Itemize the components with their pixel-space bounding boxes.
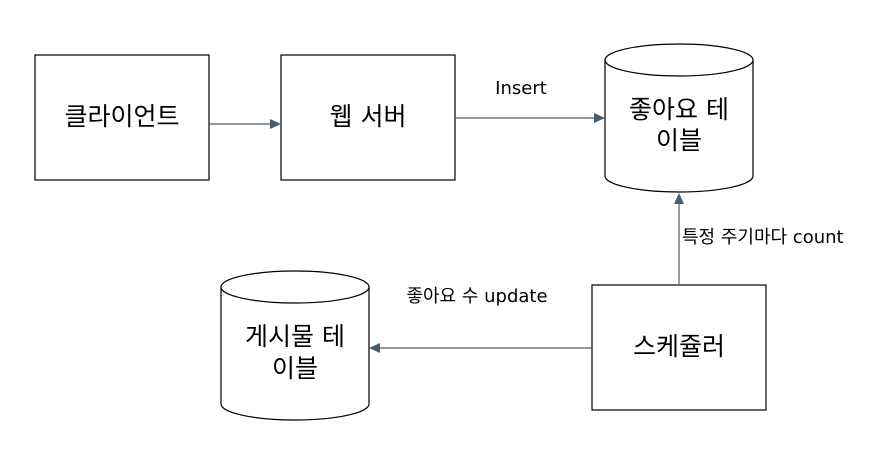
edge-scheduler-to-likes: 특정 주기마다 count — [674, 193, 844, 285]
edge-web-to-likes: Insert — [455, 78, 605, 123]
likes-table-node: 좋아요 테 이블 — [604, 43, 754, 193]
likes-table-top — [604, 43, 754, 77]
client-box — [34, 54, 210, 181]
edge-scheduler-to-post: 좋아요 수 update — [369, 286, 592, 353]
client-node: 클라이언트 — [34, 54, 210, 181]
edge-client-to-web — [209, 119, 281, 129]
likes-table-body — [604, 59, 754, 193]
scheduler-node: 스케쥴러 — [591, 284, 767, 411]
web-server-box — [280, 54, 456, 181]
likes-table-label-line1: 좋아요 테 — [629, 95, 729, 124]
web-server-label: 웹 서버 — [330, 102, 407, 131]
post-table-label-line2: 이블 — [272, 354, 318, 383]
edge-scheduler-to-likes-arrowhead — [674, 193, 684, 204]
edge-scheduler-to-post-label: 좋아요 수 update — [406, 286, 547, 307]
post-table-top — [220, 270, 370, 304]
post-table-body — [220, 286, 370, 421]
client-label: 클라이언트 — [64, 102, 179, 131]
edge-web-to-likes-label: Insert — [495, 78, 547, 99]
scheduler-label: 스케쥴러 — [633, 332, 725, 361]
edge-scheduler-to-post-arrowhead — [369, 343, 380, 353]
post-table-node: 게시물 테 이블 — [220, 270, 370, 421]
edge-scheduler-to-likes-label: 특정 주기마다 count — [682, 227, 844, 248]
edge-web-to-likes-arrowhead — [594, 113, 605, 123]
web-server-node: 웹 서버 — [280, 54, 456, 181]
post-table-label-line1: 게시물 테 — [245, 322, 345, 351]
edge-client-to-web-arrowhead — [270, 119, 281, 129]
likes-table-label-line2: 이블 — [656, 126, 702, 155]
scheduler-box — [591, 284, 767, 411]
